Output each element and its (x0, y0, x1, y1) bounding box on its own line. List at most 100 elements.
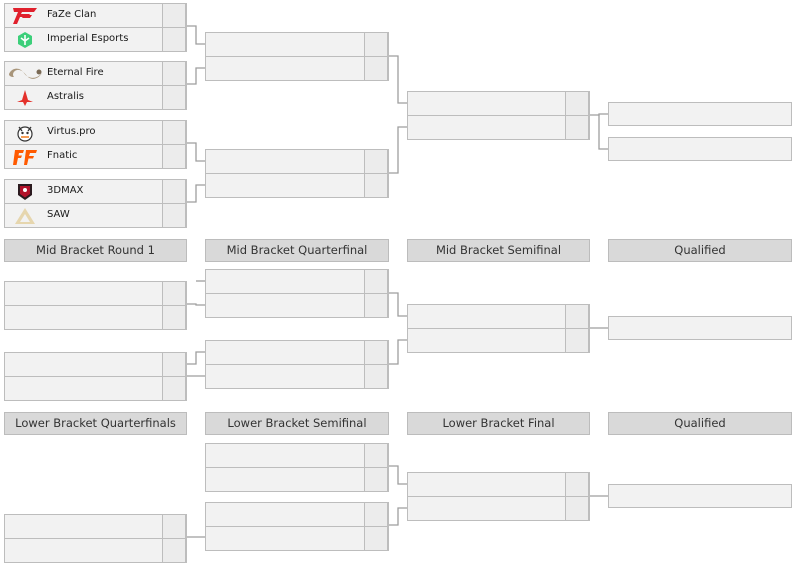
score-box (364, 269, 388, 294)
upper-quarterfinal-match-1 (205, 32, 389, 81)
team-slot[interactable] (205, 502, 389, 527)
score-box (565, 328, 589, 353)
score-box (162, 85, 186, 110)
team-slot[interactable] (205, 340, 389, 365)
score-box (565, 115, 589, 140)
mid-quarterfinal-match-1 (205, 269, 389, 318)
header-lower-semifinal: Lower Bracket Semifinal (205, 412, 389, 435)
team-slot[interactable] (205, 56, 389, 81)
team-slot[interactable] (205, 173, 389, 198)
lower-semifinal-match-2 (205, 502, 389, 551)
team-slot[interactable] (407, 472, 590, 497)
score-box (364, 443, 388, 468)
upper-round1-match-2: Eternal Fire Astralis (4, 61, 187, 110)
team-slot[interactable] (4, 376, 187, 401)
upper-round1-match-4: 3DMAX SAW (4, 179, 187, 228)
team-slot[interactable] (205, 467, 389, 492)
score-box (565, 472, 589, 497)
team-slot[interactable] (407, 91, 590, 116)
score-box (364, 32, 388, 57)
team-slot[interactable] (205, 293, 389, 318)
imperial-logo-icon (10, 30, 40, 50)
team-name: FaZe Clan (47, 9, 97, 20)
header-mid-round1: Mid Bracket Round 1 (4, 239, 187, 262)
team-name: SAW (47, 209, 70, 220)
team-slot[interactable] (4, 538, 187, 563)
upper-qualified-slot-1[interactable] (608, 102, 792, 126)
team-slot[interactable]: SAW (4, 203, 187, 228)
3dmax-logo-icon (10, 182, 40, 202)
team-name: Virtus.pro (47, 126, 96, 137)
score-box (162, 27, 186, 52)
upper-quarterfinal-match-2 (205, 149, 389, 198)
lower-qualified-slot[interactable] (608, 484, 792, 508)
score-box (162, 305, 186, 330)
lower-final-match (407, 472, 590, 521)
fnatic-logo-icon (10, 147, 40, 167)
team-slot[interactable] (205, 364, 389, 389)
mid-round1-match-2 (4, 352, 187, 401)
team-slot[interactable] (205, 269, 389, 294)
upper-qualified-slot-2[interactable] (608, 137, 792, 161)
team-slot[interactable]: Fnatic (4, 144, 187, 169)
upper-round1-match-3: Virtus.pro Fnatic (4, 120, 187, 169)
team-slot[interactable]: Astralis (4, 85, 187, 110)
team-slot[interactable]: Virtus.pro (4, 120, 187, 145)
score-box (364, 502, 388, 527)
team-slot[interactable]: Eternal Fire (4, 61, 187, 86)
score-box (364, 56, 388, 81)
score-box (162, 376, 186, 401)
score-box (162, 120, 186, 145)
mid-quarterfinal-match-2 (205, 340, 389, 389)
upper-round1-match-1: FaZe Clan Imperial Esports (4, 3, 187, 52)
header-lower-quarterfinals: Lower Bracket Quarterfinals (4, 412, 187, 435)
faze-logo-icon (10, 6, 40, 26)
team-slot[interactable]: 3DMAX (4, 179, 187, 204)
saw-logo-icon (10, 206, 40, 226)
score-box (364, 340, 388, 365)
team-slot[interactable]: Imperial Esports (4, 27, 187, 52)
virtus-pro-logo-icon (10, 123, 40, 143)
team-slot[interactable] (205, 526, 389, 551)
score-box (162, 61, 186, 86)
mid-round1-match-1 (4, 281, 187, 330)
score-box (162, 179, 186, 204)
team-slot[interactable] (407, 115, 590, 140)
team-slot[interactable]: FaZe Clan (4, 3, 187, 28)
team-slot[interactable] (4, 514, 187, 539)
team-slot[interactable] (205, 149, 389, 174)
score-box (565, 91, 589, 116)
team-slot[interactable] (4, 352, 187, 377)
score-box (162, 514, 186, 539)
score-box (364, 149, 388, 174)
lower-quarterfinal-match (4, 514, 187, 563)
header-lower-final: Lower Bracket Final (407, 412, 590, 435)
team-slot[interactable] (205, 443, 389, 468)
team-name: Fnatic (47, 150, 78, 161)
eternal-fire-logo-icon (6, 64, 46, 84)
team-name: 3DMAX (47, 185, 84, 196)
upper-semifinal-match (407, 91, 590, 140)
team-name: Imperial Esports (47, 33, 129, 44)
score-box (162, 281, 186, 306)
team-slot[interactable] (4, 281, 187, 306)
team-slot[interactable] (205, 32, 389, 57)
team-slot[interactable] (4, 305, 187, 330)
score-box (364, 526, 388, 551)
score-box (162, 3, 186, 28)
header-mid-quarterfinal: Mid Bracket Quarterfinal (205, 239, 389, 262)
score-box (162, 203, 186, 228)
team-slot[interactable] (407, 496, 590, 521)
team-name: Astralis (47, 91, 84, 102)
mid-semifinal-match (407, 304, 590, 353)
mid-qualified-slot[interactable] (608, 316, 792, 340)
score-box (162, 538, 186, 563)
team-slot[interactable] (407, 304, 590, 329)
team-slot[interactable] (407, 328, 590, 353)
score-box (162, 144, 186, 169)
score-box (364, 467, 388, 492)
score-box (364, 364, 388, 389)
score-box (364, 293, 388, 318)
score-box (364, 173, 388, 198)
